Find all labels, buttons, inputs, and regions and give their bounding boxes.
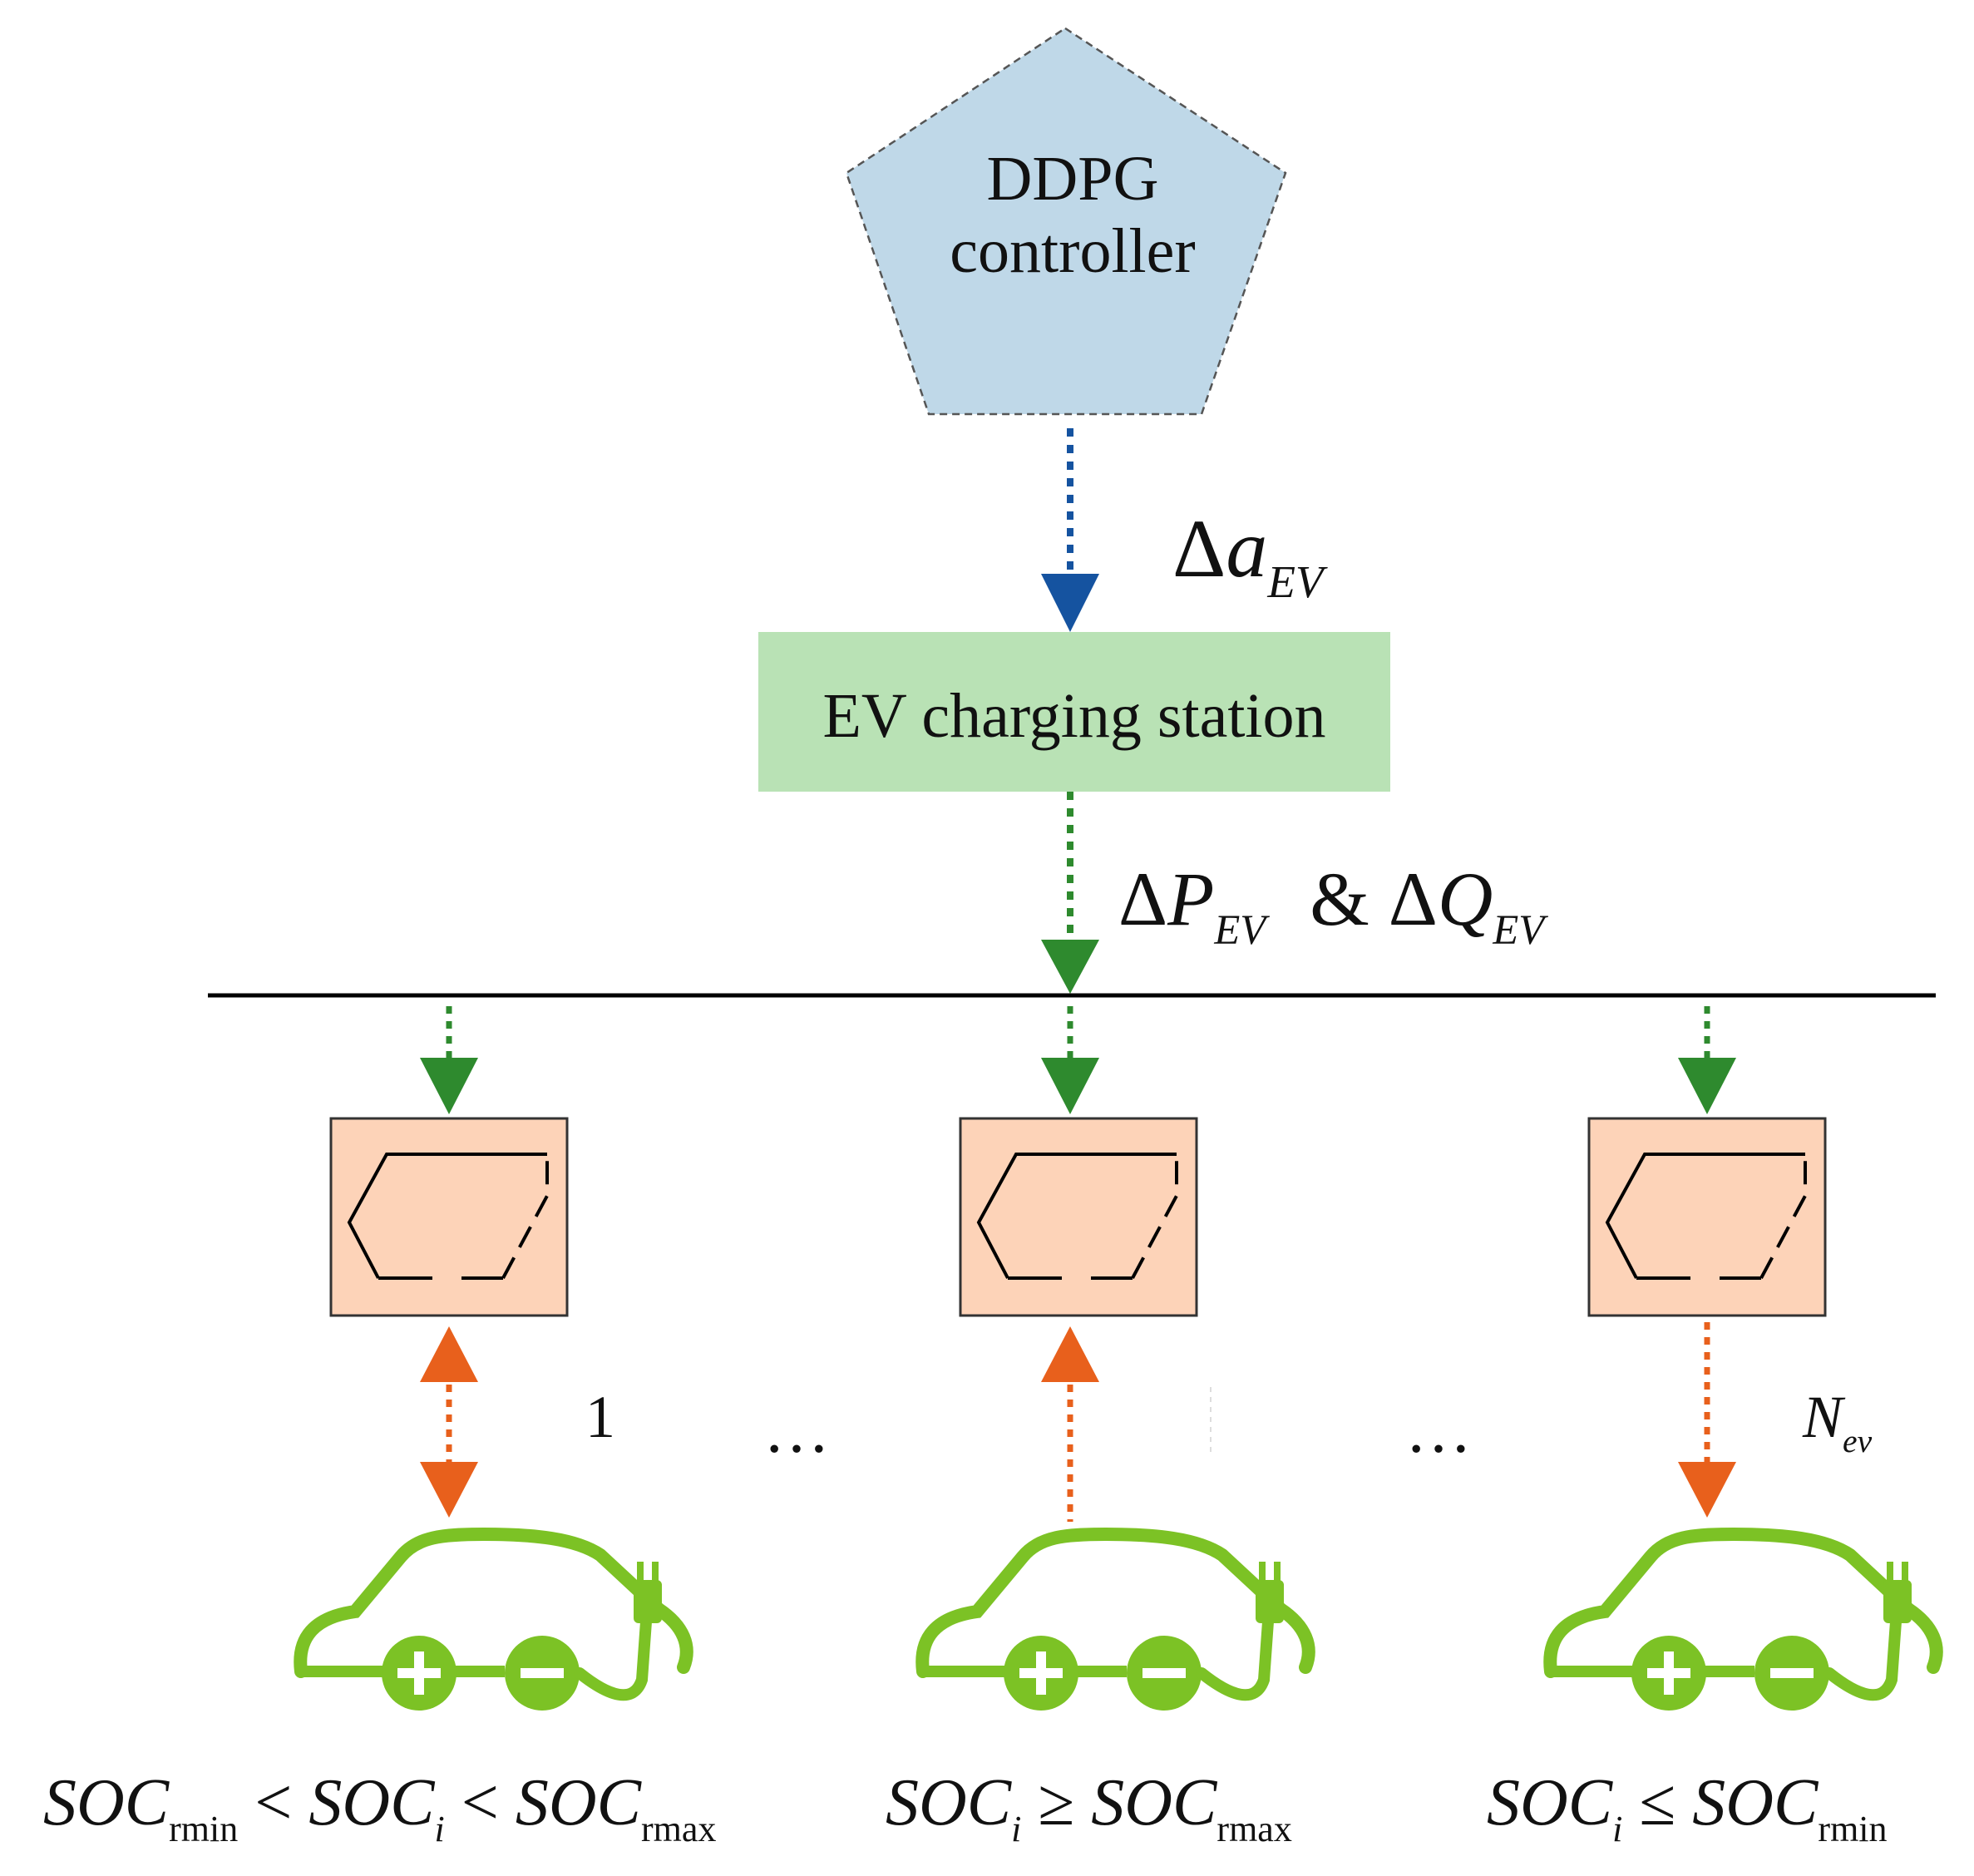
charger-icon — [329, 1117, 569, 1317]
controller-pentagon — [845, 27, 1287, 416]
electric-car-icon — [1543, 1527, 1943, 1711]
condition-middle: SOCi ≥ SOCrmax — [886, 1766, 1292, 1849]
controller-label: DDPG controller — [898, 143, 1247, 289]
action-signal-label: ΔaEV — [1172, 502, 1324, 607]
charge-arrow-down — [1678, 1322, 1736, 1518]
station-label-text: EV charging station — [822, 681, 1326, 751]
power-arrow-head — [1041, 940, 1099, 994]
ellipsis-left: … — [763, 1394, 830, 1467]
power-signal-label: ΔPEV & ΔQEV — [1118, 857, 1545, 953]
electric-car-icon — [294, 1527, 693, 1711]
charger-icon — [959, 1117, 1198, 1317]
electric-car-icon — [915, 1527, 1315, 1711]
index-last: Nev — [1803, 1384, 1873, 1459]
discharge-arrow-up — [1041, 1326, 1099, 1522]
charge-discharge-arrow-bidirectional — [420, 1326, 478, 1518]
station-box — [758, 632, 1390, 792]
station-label: EV charging station — [758, 680, 1390, 753]
ellipsis-right: … — [1405, 1394, 1472, 1467]
condition-left: SOCrmin < SOCi < SOCrmax — [43, 1766, 717, 1849]
controller-line2: controller — [950, 216, 1196, 287]
action-arrow-head — [1041, 574, 1099, 632]
condition-right: SOCi ≤ SOCrmin — [1487, 1766, 1888, 1849]
index-first: 1 — [585, 1384, 615, 1450]
bus-to-charger-arrows — [420, 1006, 1736, 1114]
charger-icon — [1587, 1117, 1827, 1317]
controller-line1: DDPG — [986, 144, 1159, 214]
